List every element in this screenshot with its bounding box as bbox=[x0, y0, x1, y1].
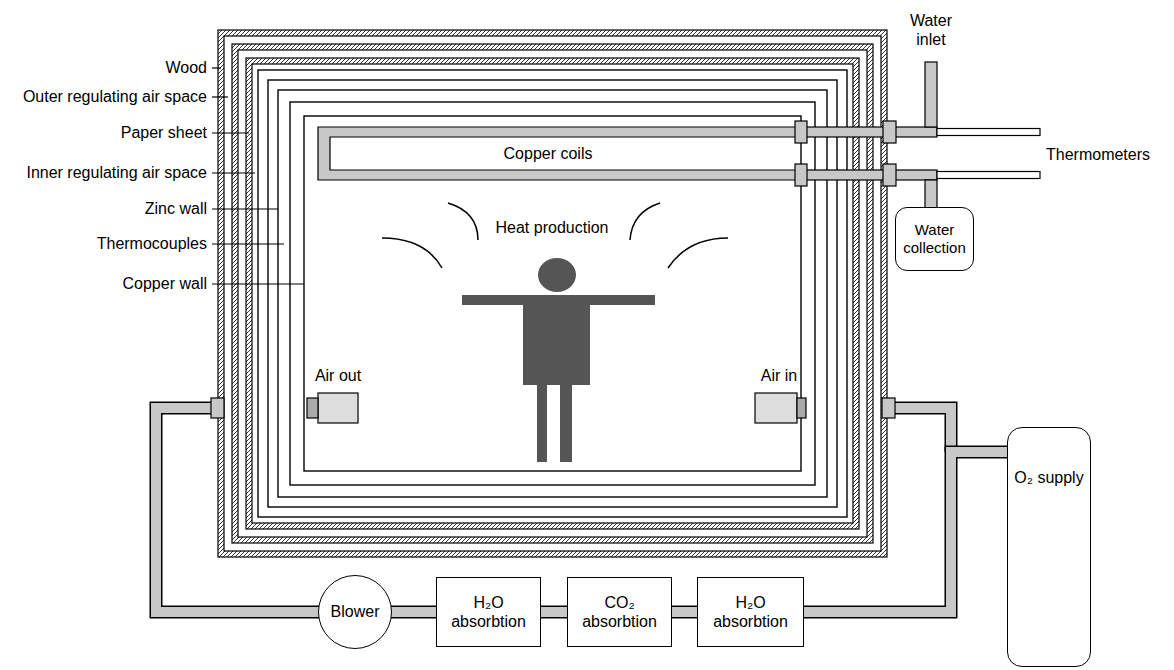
wall-line bbox=[218, 30, 887, 557]
leader-line bbox=[212, 243, 284, 244]
node-text: Water collection bbox=[902, 221, 967, 257]
layer-label: Wood bbox=[165, 58, 207, 77]
leader-line bbox=[212, 172, 255, 173]
thermometer bbox=[937, 129, 1040, 136]
leader-line bbox=[212, 208, 278, 209]
absorber-box: H₂O absorbtion bbox=[436, 577, 541, 647]
wall-line bbox=[224, 36, 881, 551]
node-text: H₂O absorbtion bbox=[704, 593, 797, 631]
coil-label: Copper coils bbox=[504, 144, 593, 163]
vent-label: Air in bbox=[761, 366, 797, 385]
layer-label: Outer regulating air space bbox=[23, 87, 207, 106]
pipe-fill bbox=[803, 452, 1008, 612]
air-pipe bbox=[156, 408, 330, 612]
wall-line bbox=[290, 102, 815, 485]
wall-line bbox=[246, 58, 859, 529]
wall-line bbox=[278, 90, 827, 497]
wall-line bbox=[268, 80, 837, 507]
wall-line bbox=[252, 64, 853, 523]
absorber-box: H₂O absorbtion bbox=[697, 577, 804, 647]
thermometer bbox=[937, 172, 1040, 179]
supply-tank: O₂ supply bbox=[1007, 427, 1091, 667]
hatched-wall bbox=[221, 33, 884, 554]
pipe-fill bbox=[540, 607, 568, 617]
wall-fitting bbox=[883, 121, 896, 143]
pipe-outline bbox=[391, 606, 437, 619]
heat-wave bbox=[668, 238, 728, 268]
layer-label: Zinc wall bbox=[145, 199, 207, 218]
layer-label: Copper wall bbox=[123, 274, 207, 293]
air-pipe bbox=[540, 612, 568, 613]
person-torso bbox=[523, 295, 590, 385]
node-text: H₂O absorbtion bbox=[443, 593, 534, 631]
wall-line bbox=[304, 116, 801, 471]
node-text: O₂ supply bbox=[1014, 468, 1083, 487]
heat-wave bbox=[630, 203, 660, 240]
wall-fitting bbox=[211, 398, 224, 418]
wall-fitting bbox=[882, 398, 895, 418]
person-head bbox=[538, 258, 576, 292]
heat-wave bbox=[382, 238, 442, 268]
collection-vessel: Water collection bbox=[895, 207, 974, 271]
layer-label: Paper sheet bbox=[121, 123, 207, 142]
vent-fitting bbox=[797, 398, 806, 418]
vent-label: Air out bbox=[315, 366, 361, 385]
leader-line bbox=[212, 67, 221, 68]
heat-label: Heat production bbox=[496, 218, 609, 237]
pipe-outline bbox=[671, 606, 698, 619]
coil-pipe bbox=[800, 170, 937, 180]
vent-fitting bbox=[307, 398, 318, 418]
air-pipe bbox=[391, 612, 437, 613]
wall-line bbox=[238, 50, 867, 537]
layer-label: Thermocouples bbox=[97, 234, 207, 253]
coil-fitting bbox=[795, 121, 807, 143]
leader-line bbox=[212, 96, 228, 97]
coil-pipe bbox=[800, 127, 937, 137]
pipe-fill bbox=[671, 607, 698, 617]
air-pipe bbox=[671, 612, 698, 613]
coil-fitting bbox=[795, 164, 807, 186]
inlet-label: Water inlet bbox=[904, 11, 959, 49]
blower-circle: Blower bbox=[318, 575, 392, 649]
wall-fitting bbox=[883, 164, 896, 186]
pipe-outline bbox=[803, 452, 1008, 612]
layer-label: Inner regulating air space bbox=[26, 163, 207, 182]
copper-coil bbox=[318, 127, 800, 180]
person-leg bbox=[537, 385, 547, 462]
heat-wave bbox=[448, 203, 478, 240]
hatched-wall bbox=[249, 61, 856, 526]
wall-line bbox=[258, 70, 847, 517]
thermometer-label: Thermometers bbox=[1046, 145, 1150, 164]
air-pipe bbox=[156, 408, 330, 612]
wall-line bbox=[232, 44, 873, 543]
pipe-fill bbox=[391, 607, 437, 617]
absorber-box: CO₂ absorbtion bbox=[567, 577, 672, 647]
air-pipe bbox=[803, 452, 1008, 612]
air-vent bbox=[755, 393, 797, 423]
leader-line bbox=[212, 132, 249, 133]
hatched-wall bbox=[235, 47, 870, 540]
node-text: CO₂ absorbtion bbox=[574, 593, 665, 631]
person-leg bbox=[560, 385, 572, 462]
leader-line bbox=[212, 283, 304, 284]
air-vent bbox=[318, 393, 358, 423]
air-pipe bbox=[887, 408, 951, 452]
node-text: Blower bbox=[331, 602, 380, 621]
water-outlet-pipe bbox=[925, 180, 937, 208]
water-inlet-pipe bbox=[925, 62, 937, 127]
pipe-outline bbox=[540, 606, 568, 619]
air-pipe bbox=[887, 408, 951, 452]
